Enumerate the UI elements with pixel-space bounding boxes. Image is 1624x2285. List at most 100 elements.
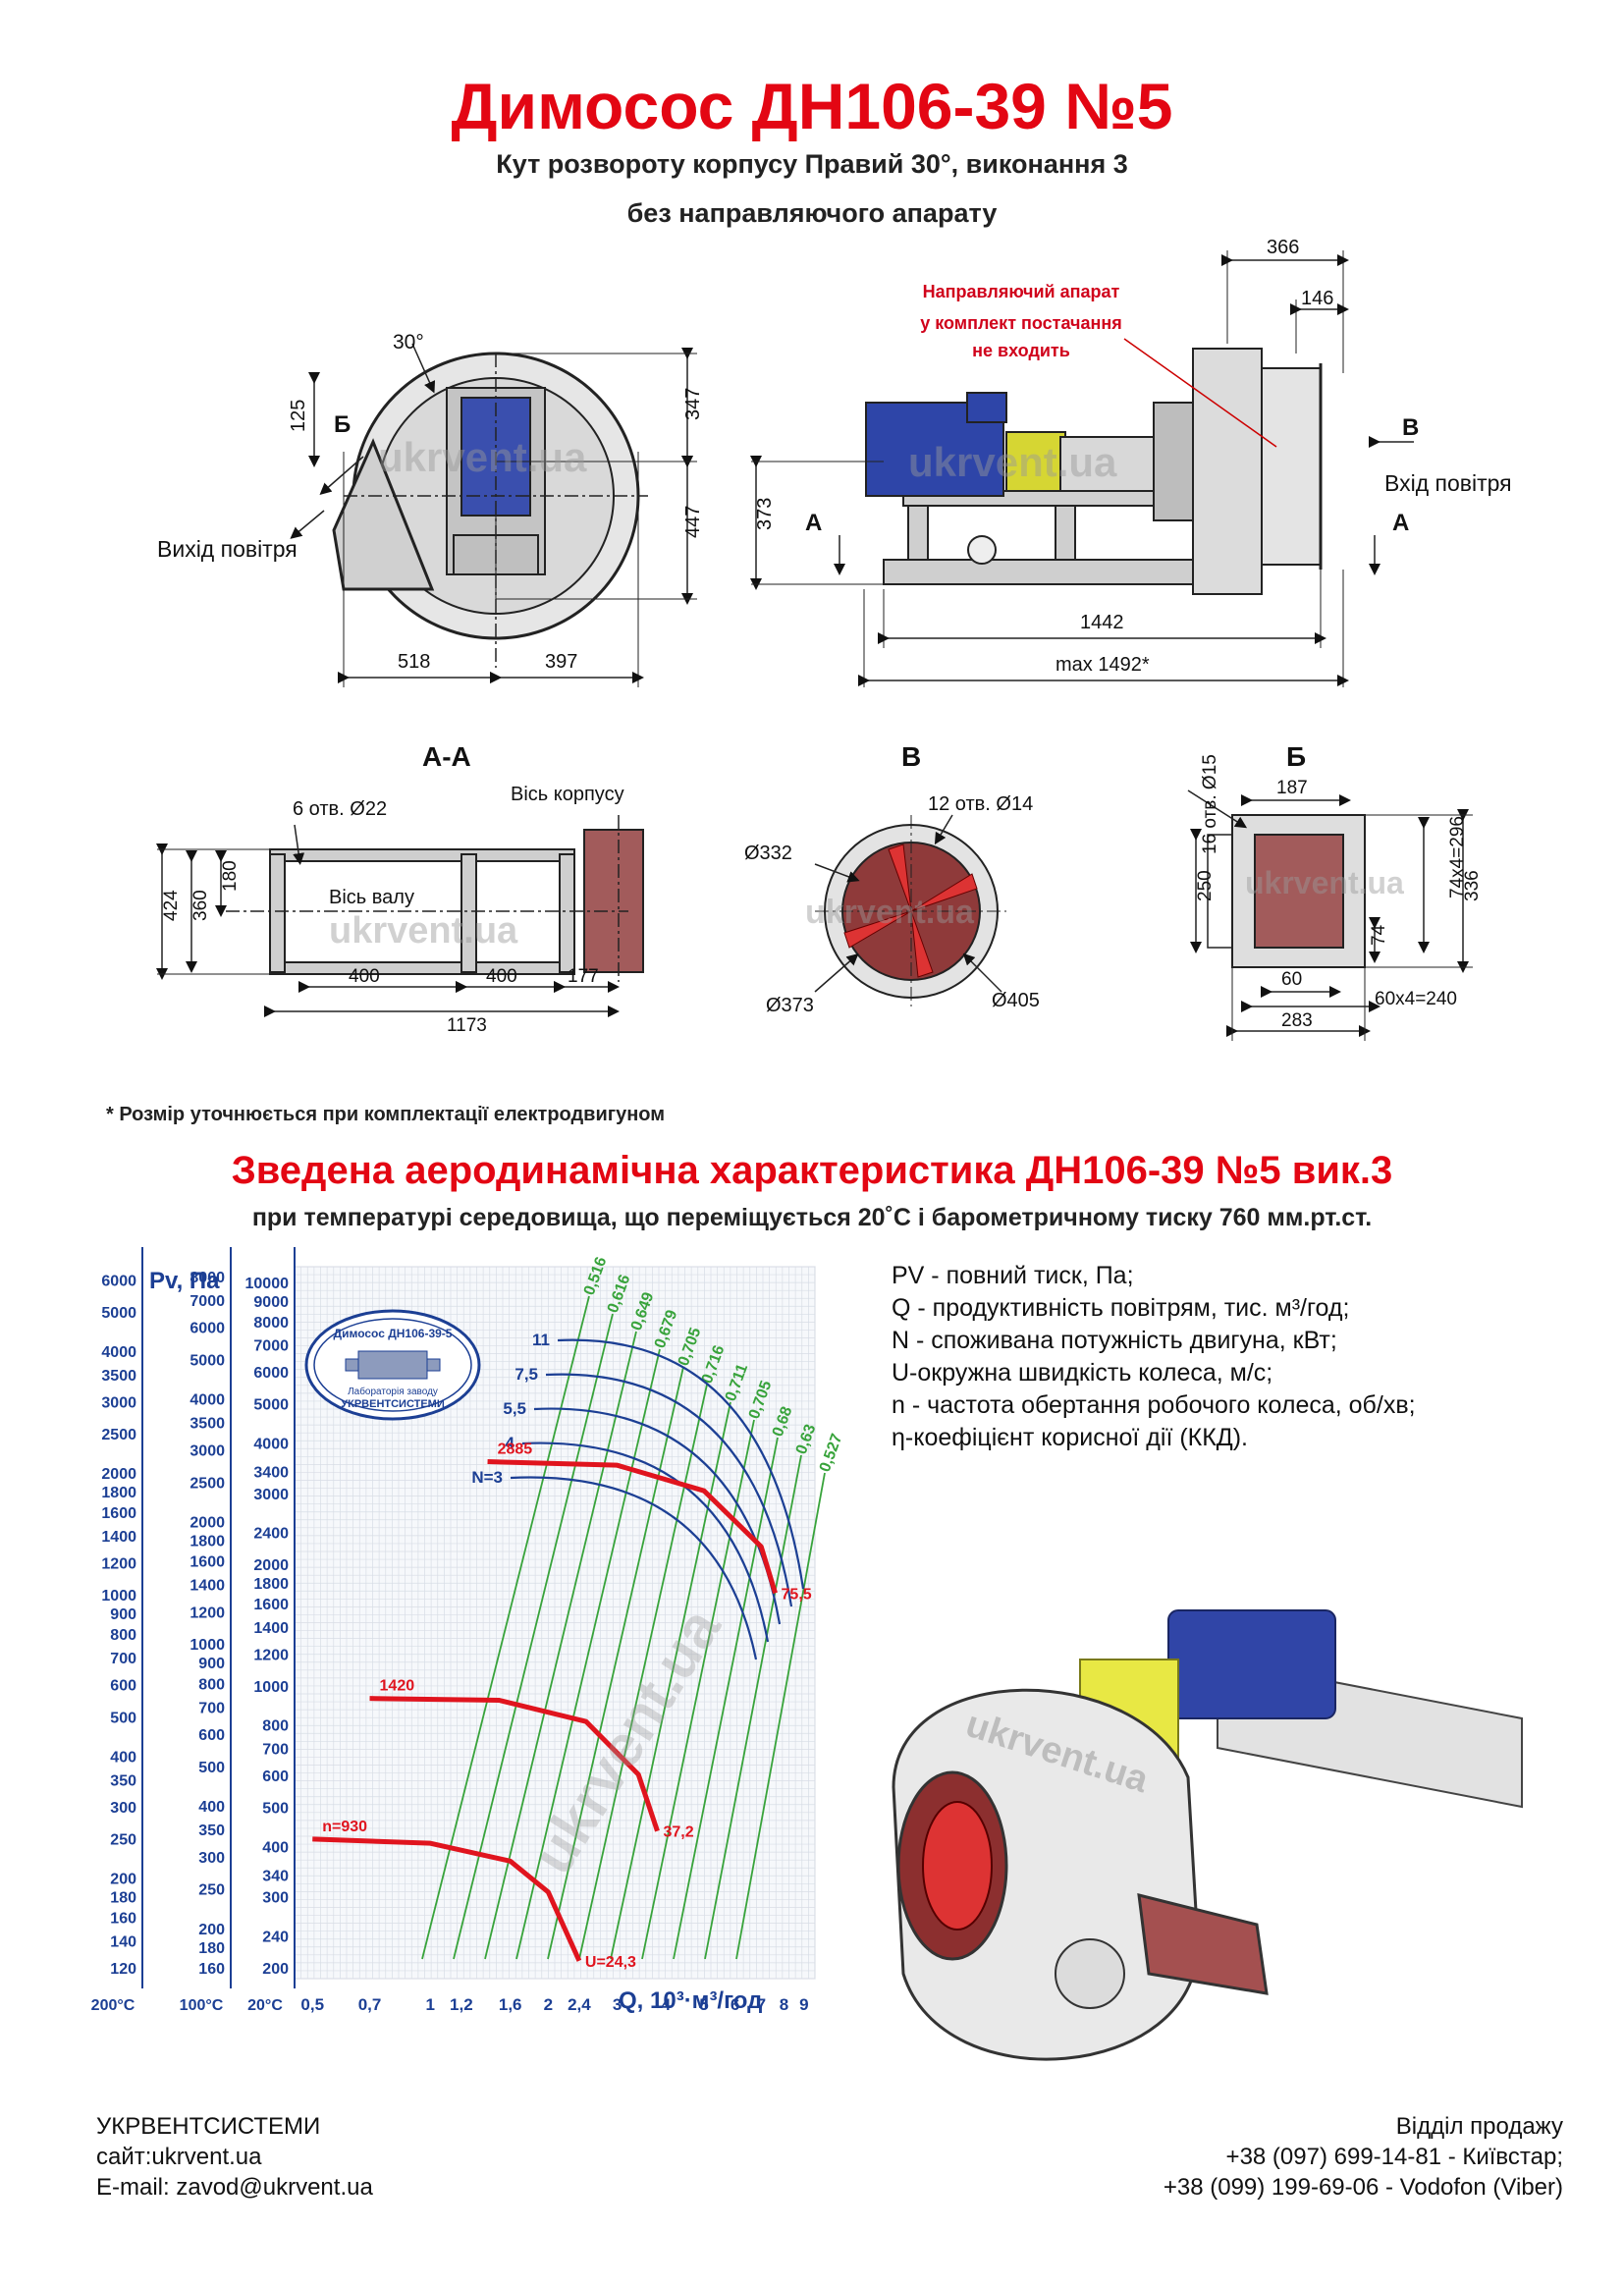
section-v-marker: В xyxy=(1402,414,1419,441)
section-b-marker: Б xyxy=(334,411,351,438)
dim-283: 283 xyxy=(1281,1010,1313,1031)
efficiency-line xyxy=(704,1454,802,1960)
y-tick-label: 1200 xyxy=(101,1556,136,1573)
y-tick-label: 250 xyxy=(110,1832,136,1849)
section-b-holes: 16 отв. Ø15 xyxy=(1200,754,1220,854)
dim-146: 146 xyxy=(1301,288,1333,309)
y-tick-label: 5000 xyxy=(101,1305,136,1322)
x-tick-label: 5 xyxy=(699,1995,708,2014)
dim-518: 518 xyxy=(398,651,430,673)
guide-note-line2: у комплект постачання xyxy=(920,313,1122,333)
y-tick-label: 7000 xyxy=(189,1293,225,1310)
y-tick-label: 1200 xyxy=(253,1647,289,1663)
dim-1173: 1173 xyxy=(447,1015,487,1036)
y-tick-label: 400 xyxy=(198,1799,225,1816)
section-b-view xyxy=(1187,789,1473,1041)
y-tick-label: 400 xyxy=(110,1749,136,1766)
x-tick-label: 2,4 xyxy=(568,1995,591,2014)
y-tick-label: 3000 xyxy=(189,1442,225,1459)
y-tick-label: 300 xyxy=(198,1850,225,1867)
footer-right: Відділ продажу +38 (097) 699-14-81 - Киї… xyxy=(1164,2111,1563,2203)
y-tick-label: 3500 xyxy=(101,1368,136,1385)
subtitle-guide: без направляючого апарату xyxy=(626,198,998,228)
y-tick-label: 1800 xyxy=(253,1576,289,1593)
stamp-bottom-text2: УКРВЕНТСИСТЕМИ xyxy=(341,1398,445,1410)
x-tick-label: 8 xyxy=(780,1995,788,2014)
footer-left: УКРВЕНТСИСТЕМИ сайт:ukrvent.ua E-mail: z… xyxy=(96,2111,373,2203)
y-tick-label: 160 xyxy=(198,1961,225,1978)
y-axis-label: Pv, Па xyxy=(149,1268,220,1294)
y-tick-label: 700 xyxy=(198,1700,225,1716)
power-label: N=3 xyxy=(471,1468,503,1487)
y-tick-label: 1200 xyxy=(189,1605,225,1621)
technical-drawing: 30° Б Вихід повітря 125 347 447 518 397 xyxy=(156,237,1512,1041)
dim-d332: Ø332 xyxy=(744,843,792,864)
stamp-top-text: Димосос ДН106-39-5 xyxy=(334,1327,453,1340)
y-tick-label: 1600 xyxy=(101,1505,136,1522)
y-tick-label: 350 xyxy=(198,1823,225,1839)
dim-74: 74 xyxy=(1369,924,1389,946)
y-tick-label: 600 xyxy=(262,1768,289,1785)
y-tick-label: 7000 xyxy=(253,1338,289,1355)
x-tick-label: 4 xyxy=(662,1995,672,2014)
y-tick-label: 800 xyxy=(110,1627,136,1644)
stamp-bottom-text1: Лабораторія заводу xyxy=(348,1386,438,1397)
y-tick-label: 600 xyxy=(198,1727,225,1744)
y-tick-label: 1000 xyxy=(101,1588,136,1605)
chart-title: Зведена аеродинамічна характеристика ДН1… xyxy=(231,1149,1393,1192)
efficiency-line xyxy=(641,1419,755,1960)
y-tick-label: 800 xyxy=(198,1676,225,1693)
x-tick-label: 6 xyxy=(731,1995,739,2014)
y-tick-label: 8000 xyxy=(253,1315,289,1332)
watermark-side: ukrvent.ua xyxy=(908,439,1117,485)
y-tick-label: 3000 xyxy=(253,1487,289,1503)
dim-d373: Ø373 xyxy=(766,995,814,1016)
legend-item: Q - продуктивність повітрям, тис. м³/год… xyxy=(892,1294,1350,1322)
y-tick-label: 700 xyxy=(110,1651,136,1667)
y-tick-label: 180 xyxy=(110,1889,136,1906)
efficiency-line xyxy=(735,1472,826,1960)
y-tick-label: 6000 xyxy=(253,1365,289,1382)
y-tick-label: 500 xyxy=(110,1710,136,1726)
y-tick-label: 500 xyxy=(198,1760,225,1776)
side-view xyxy=(750,250,1414,687)
section-v-holes: 12 отв. Ø14 xyxy=(928,793,1033,815)
x-tick-label: 2 xyxy=(544,1995,553,2014)
section-aa-axis-body: Вісь корпусу xyxy=(511,784,624,805)
x-tick-label: 1 xyxy=(426,1995,435,2014)
sales-dept: Відділ продажу xyxy=(1395,2113,1563,2140)
y-tick-label: 1400 xyxy=(253,1620,289,1637)
efficiency-line xyxy=(453,1313,614,1960)
y-tick-label: 340 xyxy=(262,1868,289,1884)
dim-max-1492: max 1492* xyxy=(1056,654,1150,676)
y-tick-label: 1600 xyxy=(189,1554,225,1571)
y-tick-label: 350 xyxy=(110,1772,136,1789)
dim-125: 125 xyxy=(288,400,309,432)
temperature-label: 200°C xyxy=(91,1997,135,2014)
x-tick-label: 1,2 xyxy=(450,1995,473,2014)
efficiency-line xyxy=(484,1331,637,1960)
phone-kyivstar: +38 (097) 699-14-81 - Київстар; xyxy=(1225,2144,1563,2170)
legend-item: PV - повний тиск, Па; xyxy=(892,1262,1134,1289)
x-tick-label: 1,6 xyxy=(499,1995,522,2014)
legend-item: N - споживана потужність двигуна, кВт; xyxy=(892,1327,1337,1354)
efficiency-line xyxy=(578,1384,708,1960)
speed-end-label: 37,2 xyxy=(663,1824,693,1841)
legend-item: U-окружна швидкість колеса, м/с; xyxy=(892,1359,1273,1387)
dim-60: 60 xyxy=(1281,969,1302,990)
x-tick-label: 0,7 xyxy=(358,1995,382,2014)
watermark-b: ukrvent.ua xyxy=(1245,865,1404,900)
y-tick-label: 180 xyxy=(198,1940,225,1957)
outlet-label: Вихід повітря xyxy=(157,536,298,562)
dim-177: 177 xyxy=(568,966,599,987)
section-v-title: В xyxy=(901,741,921,772)
phone-vodafone: +38 (099) 199-69-06 - Vodofon (Viber) xyxy=(1163,2174,1563,2201)
section-aa-axis-shaft: Вісь валу xyxy=(329,887,414,908)
y-tick-label: 5000 xyxy=(253,1397,289,1414)
x-tick-label: 7 xyxy=(757,1995,766,2014)
dim-d405: Ø405 xyxy=(992,990,1040,1011)
speed-start-label: 1420 xyxy=(380,1678,415,1695)
power-curve xyxy=(510,1476,758,1660)
speed-end-label: U=24,3 xyxy=(585,1954,636,1971)
